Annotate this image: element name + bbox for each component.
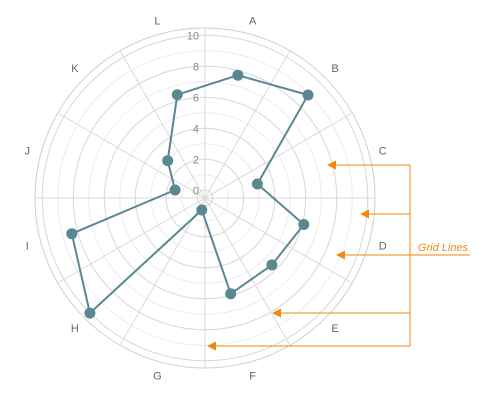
category-label: D (379, 241, 387, 253)
radial-axis-ticks: 0 2 4 6 8 10 (187, 30, 199, 197)
category-label: H (71, 323, 79, 335)
category-label: I (26, 241, 29, 253)
category-labels: A B C D E F G H I J K L (25, 15, 387, 382)
annotation-arrow-head (207, 341, 216, 351)
annotation-arrow-head (272, 308, 281, 318)
radial-tick-label: 4 (193, 123, 199, 135)
category-label: G (153, 371, 162, 383)
category-label: F (249, 371, 256, 383)
data-point (302, 89, 314, 101)
series-line (70, 74, 309, 315)
radial-tick-label: 8 (193, 61, 199, 73)
grid-spoke (57, 197, 206, 284)
data-point (162, 155, 174, 167)
radial-tick-label: 10 (187, 30, 199, 42)
category-label: C (379, 145, 387, 157)
data-point (251, 178, 263, 190)
data-point (169, 184, 181, 196)
data-point (225, 288, 237, 300)
data-point (232, 69, 244, 81)
grid (34, 27, 376, 369)
annotation-arrow-head (336, 250, 345, 260)
data-point (266, 259, 278, 271)
grid-spoke (204, 112, 353, 199)
category-label: L (154, 15, 160, 27)
annotation-arrow-head (327, 160, 336, 170)
data-point (298, 219, 310, 230)
radial-tick-label: 6 (193, 92, 199, 104)
radial-tick-label: 2 (193, 154, 199, 166)
grid-spoke (119, 197, 206, 346)
annotation-label: Grid Lines (418, 242, 469, 254)
grid-spoke (204, 197, 353, 284)
radial-tick-label: 0 (193, 185, 199, 197)
data-point (171, 89, 183, 101)
data-point (196, 204, 208, 216)
grid-spoke (119, 50, 206, 199)
category-label: A (249, 15, 257, 27)
category-label: B (331, 63, 338, 75)
data-point (66, 228, 78, 240)
category-label: K (71, 63, 79, 75)
category-label: J (25, 145, 31, 157)
grid-spoke (204, 197, 291, 346)
series (66, 69, 314, 319)
grid-spoke (57, 112, 206, 199)
category-label: E (331, 323, 338, 335)
data-point (84, 307, 96, 319)
grid-lines-annotation: Grid Lines (207, 160, 470, 351)
grid-spoke (204, 50, 291, 199)
annotation-arrow-head (360, 209, 369, 219)
